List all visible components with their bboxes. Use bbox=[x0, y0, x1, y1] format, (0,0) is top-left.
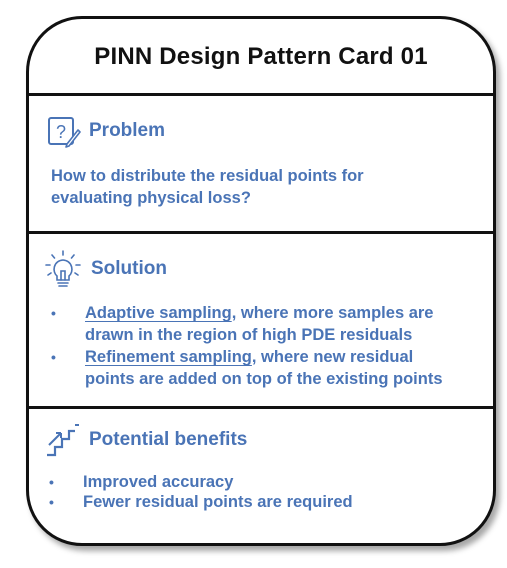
solution-item-rest: , where more samples are bbox=[231, 304, 434, 322]
problem-line-2: evaluating physical loss? bbox=[51, 189, 251, 207]
solution-heading: Solution bbox=[91, 258, 167, 279]
solution-item-rest: , where new residual bbox=[251, 348, 414, 366]
solution-item: • Refinement sampling, where new residua… bbox=[51, 346, 413, 368]
benefit-item-text: Improved accuracy bbox=[83, 473, 234, 491]
bullet: • bbox=[51, 305, 56, 321]
refinement-sampling-term: Refinement sampling bbox=[85, 348, 252, 366]
solution-item-text: Refinement sampling, where new residual bbox=[85, 346, 413, 368]
bullet: • bbox=[49, 474, 54, 490]
problem-heading: Problem bbox=[89, 120, 166, 141]
solution-divider bbox=[29, 406, 493, 409]
problem-divider bbox=[29, 231, 493, 234]
solution-item-text: Adaptive sampling, where more samples ar… bbox=[85, 302, 433, 324]
design-pattern-card: PINN Design Pattern Card 01 ? Problem Ho… bbox=[26, 16, 496, 546]
benefits-heading: Potential benefits bbox=[89, 429, 248, 450]
adaptive-sampling-term: Adaptive sampling bbox=[85, 304, 232, 322]
benefit-item: • Fewer residual points are required bbox=[49, 491, 353, 513]
bullet: • bbox=[51, 349, 56, 365]
problem-line-1: How to distribute the residual points fo… bbox=[51, 167, 364, 185]
solution-item-line-2: drawn in the region of high PDE residual… bbox=[85, 326, 413, 344]
svg-text:?: ? bbox=[56, 122, 66, 142]
lightbulb-icon bbox=[43, 249, 83, 289]
solution-item-line-2: points are added on top of the existing … bbox=[85, 370, 443, 388]
card-title: PINN Design Pattern Card 01 bbox=[94, 43, 428, 70]
benefit-item-text: Fewer residual points are required bbox=[83, 493, 353, 511]
bullet: • bbox=[49, 494, 54, 510]
problem-header: ? Problem bbox=[47, 114, 165, 148]
solution-header: Solution bbox=[43, 249, 167, 289]
solution-item: • Adaptive sampling, where more samples … bbox=[51, 302, 433, 324]
benefits-header: Potential benefits bbox=[45, 423, 247, 457]
benefit-item: • Improved accuracy bbox=[49, 471, 233, 493]
title-divider bbox=[29, 93, 493, 96]
stairs-arrow-icon bbox=[45, 423, 81, 457]
question-pencil-icon: ? bbox=[47, 114, 81, 148]
